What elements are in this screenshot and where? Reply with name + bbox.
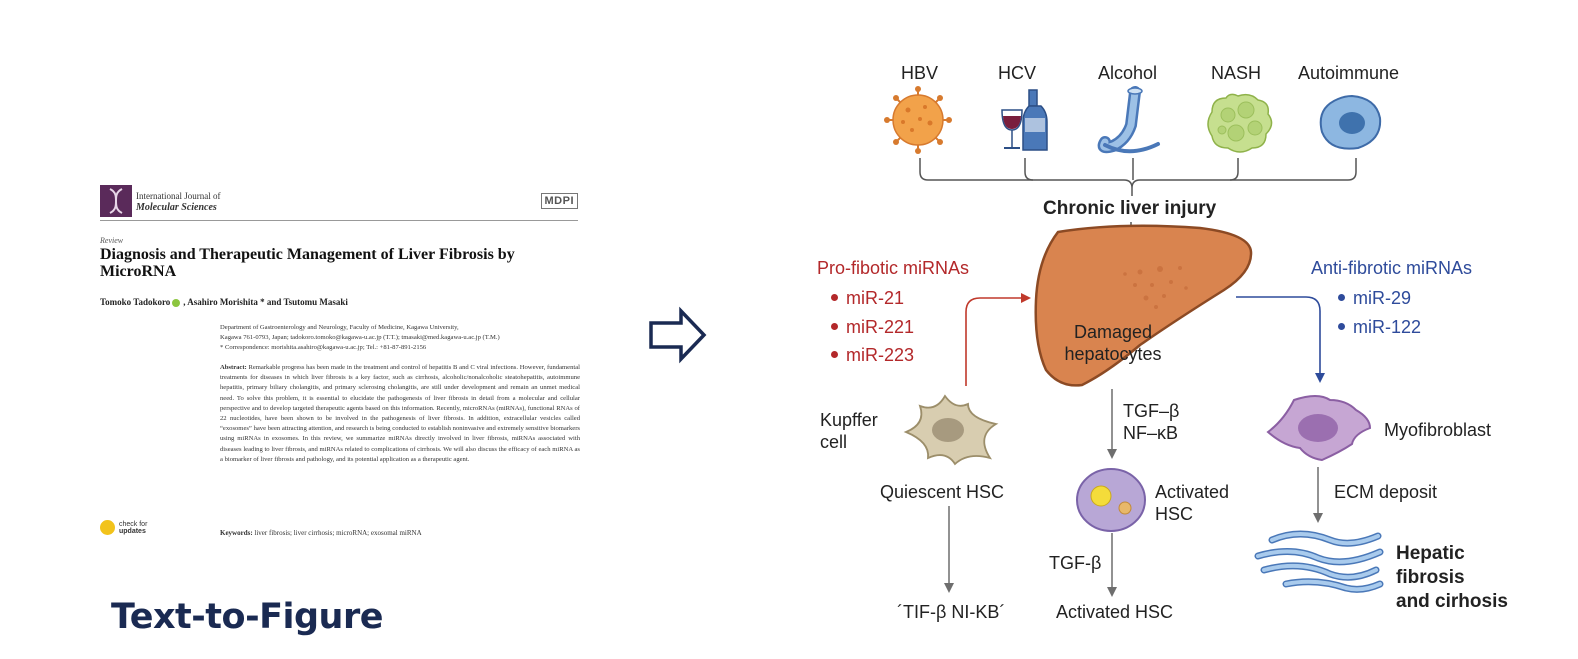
pro-mirna-item: miR-223 — [831, 344, 914, 366]
cause-label-hbv: HBV — [901, 63, 939, 83]
brace-line — [919, 158, 1357, 189]
chronic-injury-label: Chronic liver injury — [1043, 198, 1217, 219]
check-line1: check for — [119, 521, 148, 528]
cause-label-hcv: HCV — [998, 63, 1037, 83]
orcid-icon — [172, 298, 181, 307]
bullet-icon — [831, 350, 838, 358]
liver-icon — [1034, 222, 1253, 387]
activated-hsc-label: Activated HSC — [1155, 481, 1229, 525]
outcome-label: Hepatic fibrosis and cirhosis — [1396, 542, 1508, 614]
wine-bottle-icon — [1001, 89, 1048, 151]
outcome-line2: fibrosis — [1396, 567, 1465, 588]
check-updates-icon — [100, 520, 115, 535]
ecm-deposit-label: ECM deposit — [1334, 482, 1438, 502]
myofibroblast-icon — [1266, 395, 1372, 462]
nfkb-label: NF–κB — [1123, 423, 1179, 443]
activated-label-line1: Activated — [1155, 482, 1230, 502]
pro-fibrotic-title: Pro-fibotic miRNAs — [817, 258, 970, 278]
bullet-icon — [831, 322, 838, 330]
outcome-line3: and cirhosis — [1396, 591, 1508, 612]
immune-cell-icon — [1319, 94, 1382, 150]
correspondence-line: * Correspondence: morishita.asahiro@kaga… — [220, 344, 427, 351]
keywords-label: Keywords: — [220, 529, 253, 537]
publisher-logo: MDPI — [540, 193, 578, 209]
activated-hsc-bottom-label: Activated HSC — [1056, 602, 1174, 622]
activated-hsc-icon — [1076, 468, 1146, 532]
fibrosis-fibers-icon — [1254, 530, 1384, 593]
journal-logo — [100, 185, 132, 217]
author-rest: , Asahiro Morishita * and Tsutomu Masaki — [183, 297, 348, 307]
bullet-icon — [1338, 322, 1345, 330]
keywords: Keywords: liver fibrosis; liver cirrhosi… — [220, 529, 422, 537]
tgf-nf-label: TGF–β NF–κB — [1123, 400, 1179, 444]
tgf-beta-label: TGF-β — [1049, 553, 1102, 573]
header-divider — [100, 220, 578, 221]
abstract-text: Remarkable progress has been made in the… — [220, 364, 580, 463]
esophagus-icon — [1097, 86, 1160, 154]
garbled-pathway-label: ´TIF-β NI-KΒ´ — [897, 602, 1006, 622]
fatty-liver-cell-icon — [1207, 93, 1273, 153]
kupffer-label: Kupffer cell — [820, 409, 878, 453]
liver-label-line1: Damaged — [1073, 322, 1153, 342]
virus-icon — [884, 86, 952, 154]
affiliation-line: Department of Gastroenterology and Neuro… — [220, 324, 459, 331]
cause-label-autoimmune: Autoimmune — [1298, 63, 1400, 83]
anti-fibrotic-title: Anti-fibrotic miRNAs — [1311, 258, 1473, 278]
check-line2: updates — [119, 528, 146, 535]
article-type: Review — [100, 236, 124, 245]
cause-label-alcohol: Alcohol — [1098, 63, 1158, 83]
caption-text-to-figure: Text-to-Figure — [111, 597, 383, 637]
kupffer-label-line2: cell — [820, 432, 848, 452]
affiliation-line: Kagawa 761-0793, Japan; tadokoro.tomoko@… — [220, 334, 500, 341]
liver-label-line2: hepatocytes — [1064, 344, 1162, 364]
outcome-line1: Hepatic — [1396, 543, 1465, 564]
kupffer-cell-icon — [903, 394, 999, 466]
cause-label-nash: NASH — [1211, 63, 1262, 83]
anti-fibrotic-arrow — [1236, 296, 1325, 383]
pro-fibrotic-arrow — [965, 293, 1031, 386]
kupffer-label-line1: Kupffer — [820, 410, 878, 430]
affiliation: Department of Gastroenterology and Neuro… — [220, 323, 580, 353]
keywords-text: liver fibrosis; liver cirrhosis; microRN… — [252, 529, 422, 537]
anti-mirna-item: miR-29 — [1338, 287, 1411, 309]
pro-mirna-item: miR-221 — [831, 316, 914, 338]
pro-mirna-item: miR-21 — [831, 287, 904, 309]
anti-mirna-item: miR-122 — [1338, 316, 1421, 338]
journal-name-line1: International Journal of — [136, 191, 221, 201]
bullet-icon — [831, 293, 838, 301]
paper-title: Diagnosis and Therapeutic Management of … — [100, 246, 515, 280]
quiescent-hsc-label: Quiescent HSC — [880, 482, 1005, 502]
journal-name-line2: Molecular Sciences — [136, 202, 217, 213]
check-for-updates-badge: check for updates — [100, 520, 160, 540]
paper-thumbnail: International Journal of Molecular Scien… — [100, 185, 580, 545]
abstract-label: Abstract: — [220, 364, 247, 371]
tgf-label: TGF–β — [1123, 401, 1180, 421]
myofibroblast-label: Myofibroblast — [1384, 420, 1492, 440]
abstract: Abstract: Remarkable progress has been m… — [220, 363, 580, 465]
liver-label: Damaged hepatocytes — [1058, 321, 1168, 365]
author-first: Tomoko Tadokoro — [100, 297, 171, 307]
paper-authors: Tomoko Tadokoro , Asahiro Morishita * and… — [100, 297, 348, 307]
bullet-icon — [1338, 293, 1345, 301]
activated-label-line2: HSC — [1155, 504, 1194, 524]
transform-arrow-icon — [649, 306, 707, 364]
